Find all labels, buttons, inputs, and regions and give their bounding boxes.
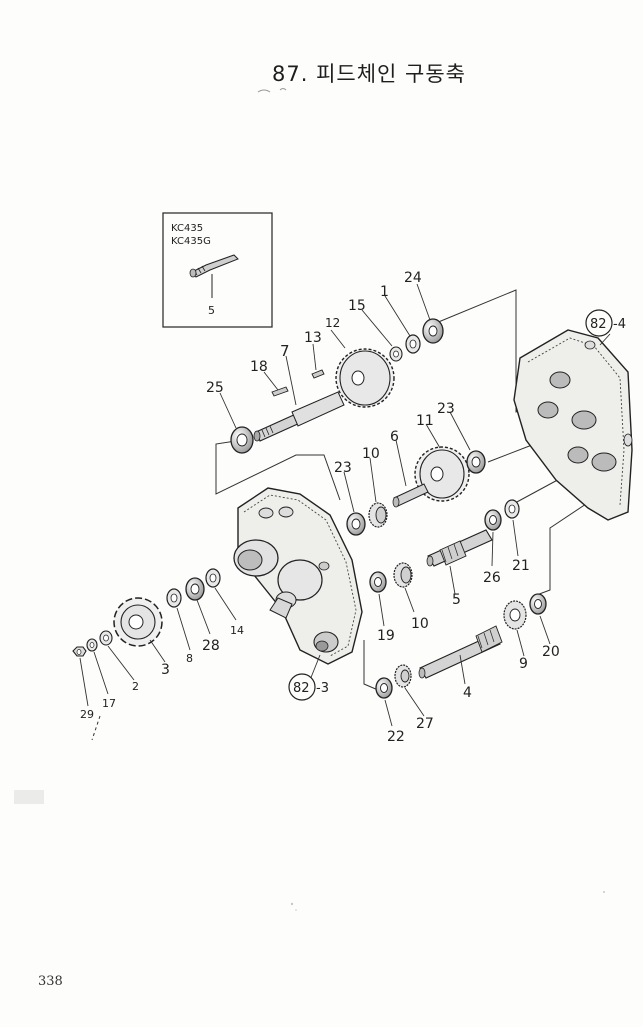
bearing-25 — [230, 426, 254, 454]
callout-17: 17 — [102, 697, 116, 710]
callout-15: 15 — [348, 298, 366, 314]
bearing-23-left — [346, 512, 366, 536]
bearing-24 — [422, 318, 444, 344]
gear-27 — [394, 664, 412, 688]
bearing-26 — [484, 509, 502, 531]
callout-24: 24 — [404, 270, 422, 286]
callout-21: 21 — [512, 558, 530, 574]
callout-4: 4 — [463, 685, 472, 701]
callout-18: 18 — [250, 359, 268, 375]
callout-12: 12 — [325, 316, 340, 330]
callout-19: 19 — [377, 628, 395, 644]
callout-28: 28 — [202, 638, 220, 654]
shaft-4 — [418, 625, 503, 679]
callout-20: 20 — [542, 644, 560, 660]
callout-23-left: 23 — [334, 460, 352, 476]
bearing-19 — [369, 571, 387, 593]
lock-washer-17 — [86, 638, 98, 652]
right-gear-case-82-4 — [513, 329, 633, 521]
bushing-1 — [405, 334, 421, 354]
leader-lines — [79, 283, 611, 727]
callout-82-4-suffix: -4 — [613, 317, 626, 332]
callout-29: 29 — [80, 708, 94, 721]
callout-26: 26 — [483, 570, 501, 586]
collar-21 — [504, 499, 520, 519]
shaft-6 — [392, 483, 429, 508]
scan-noise — [14, 790, 605, 911]
collar-14 — [205, 568, 221, 588]
callout-2: 2 — [132, 680, 139, 693]
washer-2 — [99, 630, 113, 646]
nut-29 — [72, 646, 87, 657]
shaft-7 — [253, 391, 345, 442]
bearing-20 — [529, 593, 547, 615]
gear-10-upper — [368, 502, 388, 528]
callout-82-3: 82 -3 — [288, 673, 329, 701]
inset-shaft — [189, 254, 239, 278]
callout-23-upper: 23 — [437, 401, 455, 417]
callout-82-3-number: 82 — [293, 681, 310, 696]
callout-10-lower: 10 — [411, 616, 429, 632]
gear-11 — [414, 446, 470, 502]
callout-8: 8 — [186, 652, 193, 665]
gear-12 — [335, 348, 395, 408]
callout-22: 22 — [387, 729, 405, 745]
callout-11: 11 — [416, 413, 434, 429]
inset-model-2: KC435G — [171, 236, 211, 247]
page-number: 338 — [38, 974, 63, 989]
washer-8 — [166, 588, 182, 608]
bearing-23-upper — [466, 450, 486, 474]
callout-14: 14 — [230, 624, 244, 637]
callout-25: 25 — [206, 380, 224, 396]
inset-frame — [162, 212, 273, 328]
callout-13: 13 — [304, 330, 322, 346]
washer-15 — [389, 346, 403, 362]
pin-18 — [271, 386, 289, 397]
inset-model-1: KC435 — [171, 223, 203, 234]
inset-part-number: 5 — [208, 304, 215, 317]
inset-box: KC435 KC435G 5 — [162, 212, 273, 328]
gear-10-lower — [393, 562, 413, 588]
callout-10-upper: 10 — [362, 446, 380, 462]
callout-9: 9 — [519, 656, 528, 672]
callout-3: 3 — [161, 662, 170, 678]
pin-13 — [311, 369, 325, 379]
callout-6: 6 — [390, 429, 399, 445]
callout-7: 7 — [280, 342, 290, 360]
callout-5: 5 — [452, 592, 461, 608]
stray-mark — [257, 88, 287, 93]
callout-82-4-number: 82 — [590, 317, 607, 332]
bearing-28 — [185, 577, 205, 601]
left-gear-case-82-3 — [233, 487, 363, 665]
sprocket-3 — [113, 597, 163, 647]
callout-27: 27 — [416, 716, 434, 732]
gear-9 — [503, 600, 527, 630]
callout-1: 1 — [380, 284, 389, 300]
shaft-5 — [426, 529, 493, 567]
bearing-22 — [375, 677, 393, 699]
callout-82-3-suffix: -3 — [316, 681, 329, 696]
page-title: 87. 피드체인 구동축 — [272, 62, 466, 86]
callout-82-4: 82 -4 — [585, 309, 626, 337]
